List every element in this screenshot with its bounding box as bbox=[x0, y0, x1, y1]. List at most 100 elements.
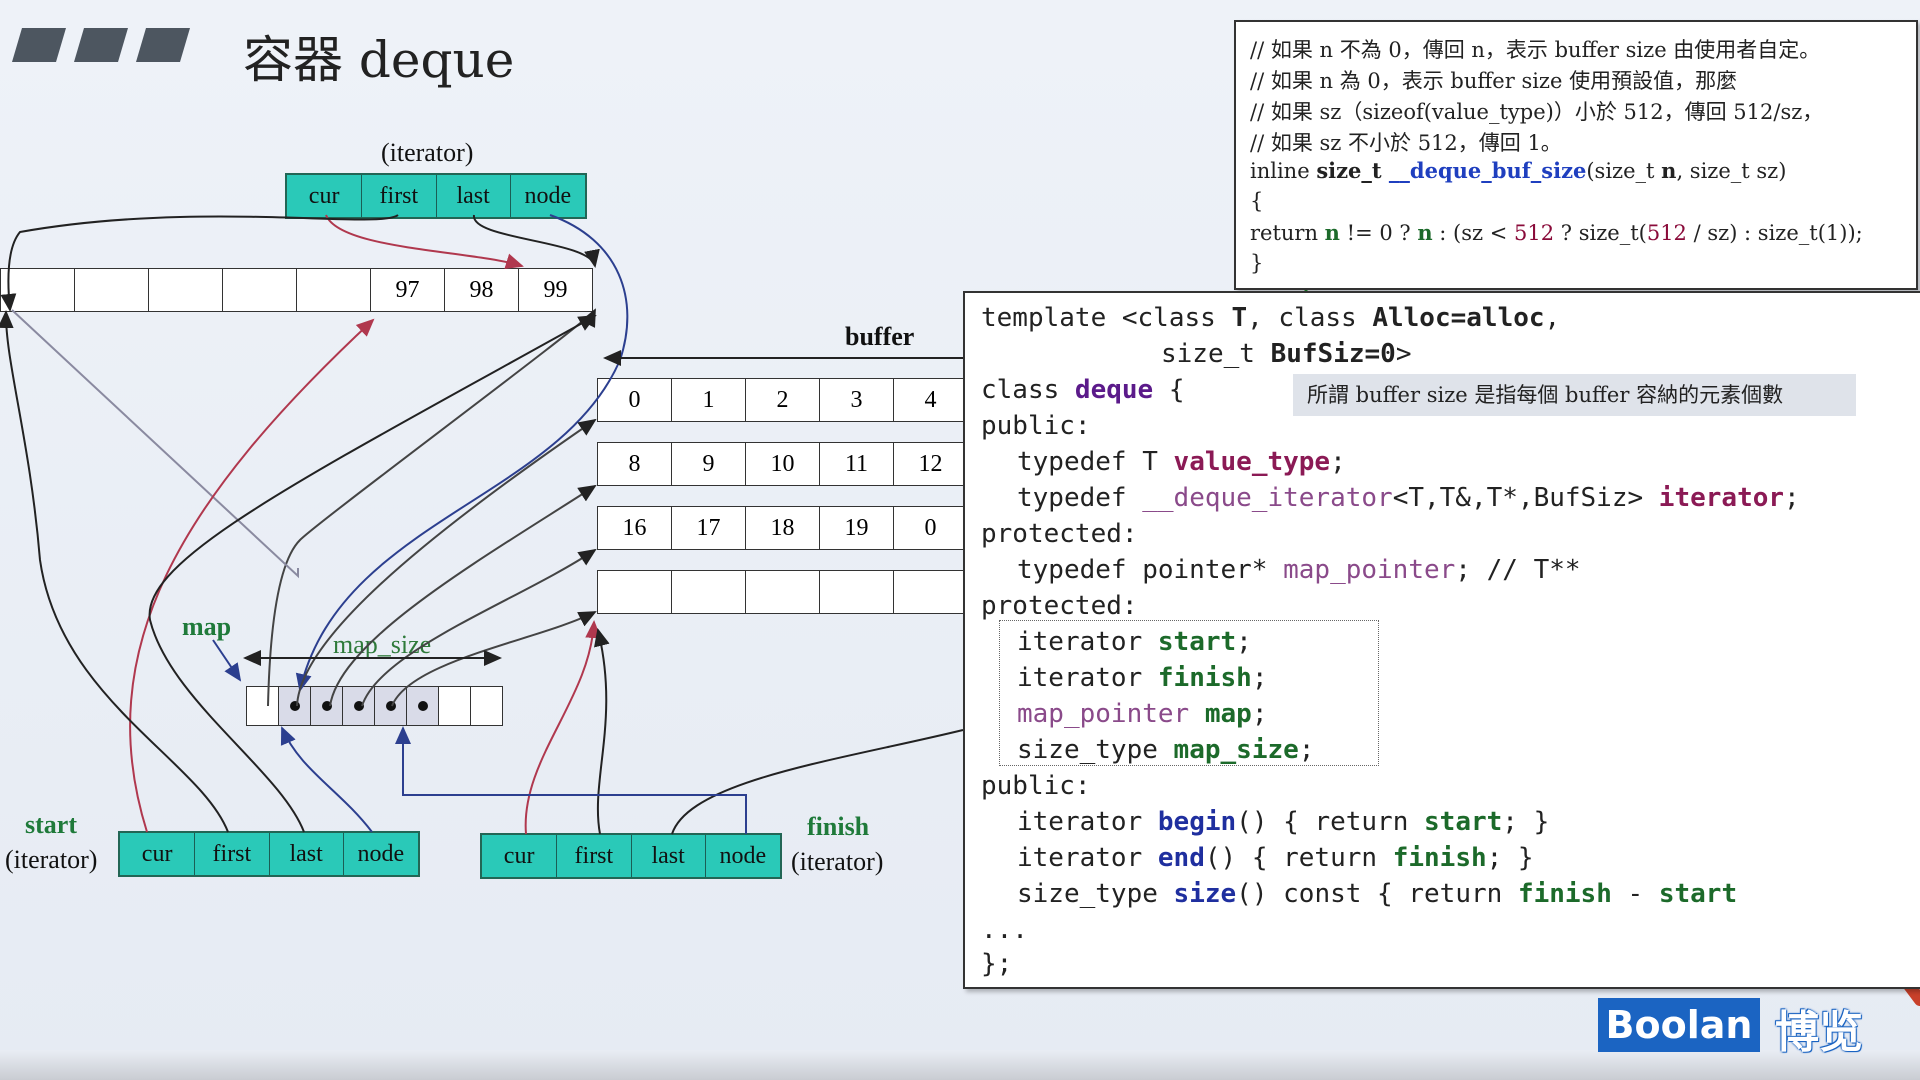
buffer-size-note: 所謂 buffer size 是指每個 buffer 容納的元素個數 bbox=[1293, 374, 1856, 416]
iterator-field-first: first bbox=[195, 833, 270, 875]
code-line: ... bbox=[981, 915, 1028, 945]
code-token: size_t bbox=[1161, 339, 1271, 369]
info-comment-line: // 如果 sz（sizeof(value_type)）小於 512，傳回 51… bbox=[1250, 100, 1824, 124]
map-node bbox=[278, 686, 311, 726]
code-token: 512 bbox=[1514, 221, 1555, 245]
map-node bbox=[470, 686, 503, 726]
code-token: inline bbox=[1250, 159, 1317, 183]
buffer-row: 0 1 2 3 4 bbox=[597, 378, 968, 422]
buffer-row: 16 17 18 19 0 bbox=[597, 506, 968, 550]
top-buffer: 97 98 99 bbox=[0, 268, 593, 312]
code-token: start bbox=[1424, 807, 1503, 837]
code-line: template <class T, class Alloc=alloc, bbox=[981, 303, 1560, 333]
code-token: (size_t bbox=[1586, 159, 1662, 183]
code-token: () { return bbox=[1204, 843, 1393, 873]
buffer-cell: 2 bbox=[745, 378, 820, 422]
map-size-label: map_size bbox=[333, 630, 432, 659]
iterator-field-cur: cur bbox=[287, 175, 363, 217]
iterator-field-last: last bbox=[270, 833, 344, 875]
iterator-field-first: first bbox=[557, 835, 632, 877]
bottom-band bbox=[0, 1050, 1920, 1080]
buffer-cell-used bbox=[296, 268, 371, 312]
code-token: <T,T&,T*,BufSiz> bbox=[1392, 483, 1659, 513]
buffer-cell-free bbox=[671, 570, 746, 614]
code-token: n bbox=[1661, 158, 1677, 183]
code-token: T bbox=[1231, 303, 1248, 333]
buffer-cell: 16 bbox=[597, 506, 672, 550]
finish-iterator: cur first last node bbox=[480, 833, 782, 879]
start-label: start bbox=[25, 810, 77, 839]
code-token: > bbox=[1395, 339, 1412, 369]
code-token: finish bbox=[1157, 663, 1252, 693]
code-line: size_t BufSiz=0> bbox=[1161, 339, 1411, 369]
code-token: iterator bbox=[1017, 627, 1158, 657]
code-token: ; bbox=[1298, 735, 1315, 765]
brand-logo: Boolan bbox=[1598, 998, 1760, 1052]
buffer-label: buffer bbox=[845, 322, 915, 351]
code-token: class bbox=[981, 375, 1075, 405]
map-label: map bbox=[182, 612, 232, 641]
code-token: ; } bbox=[1486, 843, 1534, 873]
map-node bbox=[374, 686, 407, 726]
code-line: protected: bbox=[981, 591, 1138, 621]
code-line: map_pointer map; bbox=[1017, 699, 1267, 729]
code-line: typedef T value_type; bbox=[1017, 447, 1346, 477]
code-token: { bbox=[1153, 375, 1185, 405]
iterator-field-cur: cur bbox=[120, 833, 196, 875]
iterator-field-cur: cur bbox=[482, 835, 558, 877]
map-node bbox=[438, 686, 471, 726]
code-token: begin bbox=[1157, 807, 1237, 837]
start-sublabel: (iterator) bbox=[5, 845, 98, 874]
code-line: typedef pointer* map_pointer; // T** bbox=[1017, 555, 1581, 585]
data-members-highlight bbox=[999, 620, 1379, 766]
buffer-cell-used bbox=[148, 268, 223, 312]
buffer-cell: 99 bbox=[518, 268, 593, 312]
code-token: map_pointer bbox=[1283, 555, 1456, 585]
info-comment-line: // 如果 sz 不小於 512，傳回 1。 bbox=[1250, 131, 1562, 155]
info-brace: { bbox=[1250, 189, 1264, 213]
buffer-cell: 9 bbox=[671, 442, 746, 486]
code-token: ; bbox=[1251, 663, 1268, 693]
code-line: iterator end() { return finish; } bbox=[1017, 843, 1534, 873]
code-token: finish bbox=[1517, 879, 1612, 909]
code-token: map_pointer bbox=[1017, 699, 1205, 729]
buffer-cell: 97 bbox=[370, 268, 445, 312]
code-token: - bbox=[1611, 879, 1659, 909]
code-token: map_size bbox=[1173, 735, 1299, 765]
code-token: ; // T** bbox=[1455, 555, 1581, 585]
buffer-cell: 98 bbox=[444, 268, 519, 312]
code-token: != 0 ? bbox=[1339, 221, 1418, 245]
code-token: size_type bbox=[1017, 735, 1174, 765]
iterator-field-node: node bbox=[719, 843, 767, 869]
buffer-cell-free bbox=[597, 570, 672, 614]
code-token: __deque_buf_size bbox=[1388, 158, 1587, 183]
iterator-field-node: node bbox=[357, 841, 405, 867]
buffer-cell: 3 bbox=[819, 378, 894, 422]
code-token: finish bbox=[1392, 843, 1487, 873]
code-token: () { return bbox=[1236, 807, 1425, 837]
buffer-row: 8 9 10 11 12 bbox=[597, 442, 968, 486]
buffer-cell-free bbox=[893, 570, 968, 614]
code-token: ? size_t( bbox=[1554, 221, 1647, 245]
brand-logo-cjk: 博览 bbox=[1775, 1007, 1863, 1058]
code-token: ; } bbox=[1502, 807, 1550, 837]
code-token: iterator bbox=[1658, 483, 1785, 513]
buffer-cell: 10 bbox=[745, 442, 820, 486]
code-token: : (sz < bbox=[1432, 221, 1514, 245]
code-line: typedef __deque_iterator<T,T&,T*,BufSiz>… bbox=[1017, 483, 1800, 513]
code-line: }; bbox=[981, 949, 1013, 979]
code-token: size bbox=[1173, 879, 1237, 909]
iterator-field-node: node bbox=[524, 183, 572, 209]
code-line: public: bbox=[981, 771, 1091, 801]
code-token: ; bbox=[1236, 627, 1252, 657]
code-line: class deque { bbox=[981, 375, 1185, 405]
code-token: end bbox=[1157, 843, 1205, 873]
code-line: iterator begin() { return start; } bbox=[1017, 807, 1549, 837]
code-token: template <class bbox=[981, 303, 1232, 333]
iterator-field-last: last bbox=[437, 175, 511, 217]
info-return-line: return n != 0 ? n : (sz < 512 ? size_t(5… bbox=[1250, 220, 1863, 245]
code-token: map bbox=[1204, 699, 1252, 729]
info-brace: } bbox=[1250, 251, 1264, 275]
code-token: size_type bbox=[1017, 879, 1174, 909]
